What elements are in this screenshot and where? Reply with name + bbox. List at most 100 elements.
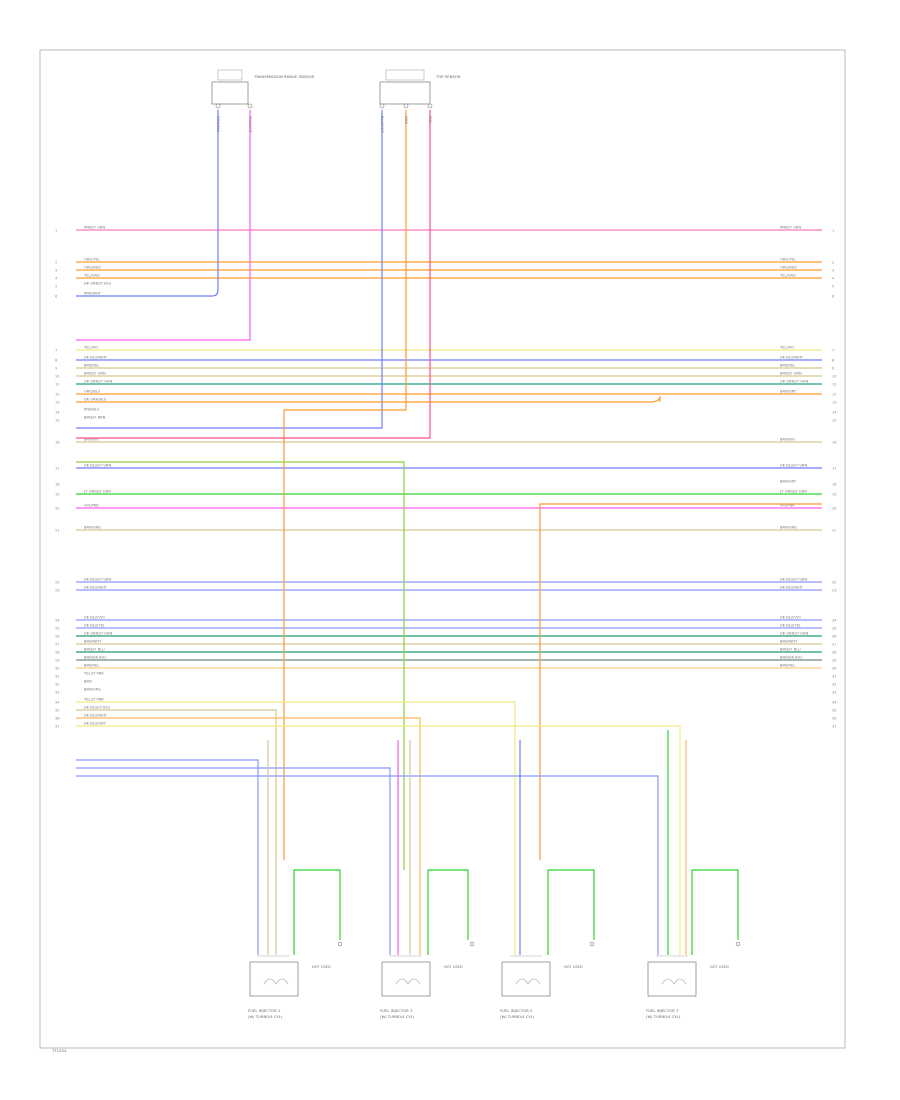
wire-label-right: DK BLU/WHT <box>780 356 804 360</box>
injector-note: NOT USED <box>564 965 583 969</box>
wire-label-right: DK BLU/LT GRN <box>780 578 808 582</box>
row-number-left: 8 <box>55 358 58 362</box>
injector-name: FUEL INJECTOR 3 <box>380 1008 413 1013</box>
row-number-right: 37 <box>832 724 837 728</box>
wire-tps-2 <box>283 110 407 860</box>
wire-label-left: ORG/RED <box>84 266 101 270</box>
wire-label-right: BRN/VIO <box>780 438 795 442</box>
injector-note: NOT USED <box>444 965 463 969</box>
wire-label-left: VIO/PNK <box>84 504 99 508</box>
wire-label-left: PNK/BLU <box>84 408 100 412</box>
row-number-right: 26 <box>832 634 837 638</box>
wire-label-left: YEL/LT PNK <box>84 672 104 676</box>
wire-label-left: DK GRN/LT BLU <box>84 282 112 286</box>
top-wire-label: BLU/WHT <box>380 116 384 133</box>
row-number-right: 23 <box>832 588 837 592</box>
wire-label-right: ORG/YEL <box>780 258 796 262</box>
connector-pin <box>215 103 221 109</box>
wire-label-right: DK BLU/VIO <box>780 616 801 620</box>
wire-label-right: BRN/YEL <box>780 364 795 368</box>
injector-splice <box>337 941 343 947</box>
wire-label-left: BRN/ORG <box>84 688 101 692</box>
wire-label-left: DK GRN/BLU <box>84 398 107 402</box>
row-number-left: 25 <box>55 626 60 630</box>
wire-label-left: BRN/VIO <box>84 438 99 442</box>
wire-label-left: DK GRN/LT GRN <box>84 380 113 384</box>
wire-label-left: DK BLU/YEL <box>84 624 105 628</box>
row-number-right: 29 <box>832 658 837 662</box>
injector-note: NOT USED <box>710 965 729 969</box>
injector-coil-icon <box>395 978 421 985</box>
wire-label-right: BRN/DK BLU <box>780 656 802 660</box>
wire-row15 <box>76 461 405 870</box>
wire-label-right: DK BLU/WHT <box>780 586 804 590</box>
row-number-right: 17 <box>832 466 837 470</box>
row-number-right: 28 <box>832 650 837 654</box>
wire-label-left: YEL/ORG <box>84 274 100 278</box>
injector-name: FUEL INJECTOR 7 <box>646 1008 679 1013</box>
row-number-left: 30 <box>55 666 60 670</box>
row-number-left: 16 <box>55 440 60 444</box>
connector-pin <box>427 103 433 109</box>
wire-label-right: BRN/GRY <box>780 390 797 394</box>
wire-label-right: BRN/GRY <box>780 480 797 484</box>
wire-label-left: BRN/LT BLU <box>84 648 105 652</box>
row-number-left: 29 <box>55 658 60 662</box>
injector-splice <box>735 941 741 947</box>
row-number-left: 15 <box>55 418 60 422</box>
wire-label-left: LT GRN/LT GRN <box>84 490 111 494</box>
wire-row31 <box>76 701 516 955</box>
row-number-left: 14 <box>55 410 60 414</box>
footer-code: TT1234 <box>51 1048 67 1053</box>
top-wire-label: PNK <box>428 116 432 124</box>
row-number-left: 28 <box>55 650 60 654</box>
connector-pin <box>379 103 385 109</box>
wire-row32 <box>76 709 277 955</box>
wire-label-right: DK GRN/LT GRN <box>780 380 809 384</box>
row-number-left: 33 <box>55 690 60 694</box>
wire-label-right: DK BLU/LT GRN <box>780 464 808 468</box>
row-number-left: 18 <box>55 482 60 486</box>
wire-label-right: BRN/ORG <box>780 526 797 530</box>
wire-row34 <box>76 725 681 955</box>
top-component-cap-2 <box>385 69 425 81</box>
row-number-left: 10 <box>55 374 60 378</box>
row-number-right: 5 <box>832 284 834 288</box>
injector-splice <box>469 941 475 947</box>
row-number-right: 6 <box>832 294 835 298</box>
row-number-left: 34 <box>55 700 60 704</box>
row-number-left: 26 <box>55 634 60 638</box>
injector-sub: (W/ TURBO/4 CYL) <box>646 1014 681 1019</box>
injector-body-2 <box>381 961 431 997</box>
top-component-cap-1 <box>217 69 243 81</box>
row-number-left: 5 <box>55 284 57 288</box>
injector-sub: (W/ TURBO/4 CYL) <box>380 1014 415 1019</box>
row-number-right: 14 <box>832 410 837 414</box>
row-number-left: 22 <box>55 580 60 584</box>
row-number-left: 1 <box>55 228 57 232</box>
row-number-left: 13 <box>55 400 60 404</box>
row-number-left: 24 <box>55 618 60 622</box>
row-number-right: 34 <box>832 700 837 704</box>
wire-label-right: BRN/LT BLU <box>780 648 801 652</box>
row-number-right: 15 <box>832 418 837 422</box>
connector-pin <box>403 103 409 109</box>
injector-coil-icon <box>263 978 289 985</box>
row-number-right: 20 <box>832 506 837 510</box>
wire-label-left: BRN/DK BLU <box>84 656 106 660</box>
wire-label-left: DK BLU/LT GRN <box>84 464 112 468</box>
wire-ground-loop-2 <box>427 869 469 955</box>
injector-note: NOT USED <box>312 965 331 969</box>
wire-label-right: DK BLU/YEL <box>780 624 801 628</box>
row-number-left: 9 <box>55 366 58 370</box>
row-number-left: 21 <box>55 528 60 532</box>
row-number-right: 31 <box>832 674 837 678</box>
row-number-right: 8 <box>832 358 835 362</box>
wire-label-left: DK BLU/WHT <box>84 714 108 718</box>
injector-sub: (W/ TURBO/4 CYL) <box>248 1014 283 1019</box>
wire-label-right: PNK/LT GRN <box>780 226 802 230</box>
wire-label-left: DK BLU/WHT <box>84 356 108 360</box>
top-wire-label: ORG/BLK <box>216 116 220 133</box>
injector-name: FUEL INJECTOR 2 <box>248 1008 281 1013</box>
row-number-left: 4 <box>55 276 58 280</box>
